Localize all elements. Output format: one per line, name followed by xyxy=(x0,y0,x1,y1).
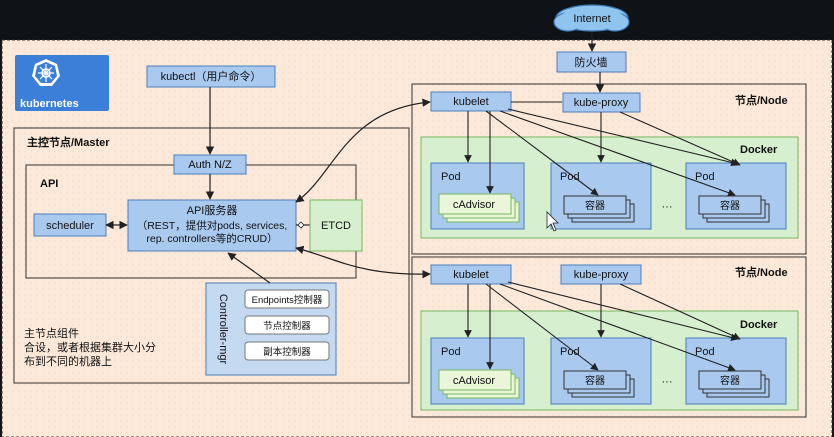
node-controller-label: 节点控制器 xyxy=(263,320,311,332)
node1-kubelet-pod2-arrow xyxy=(485,110,599,196)
node2-pod2-container-box xyxy=(563,370,627,390)
node1-kubelet-docker-arrow xyxy=(507,108,739,167)
node1-ellipsis: ··· xyxy=(662,201,673,213)
node2-pod3-container-label: 容器 xyxy=(720,374,740,387)
etcd-box xyxy=(309,199,363,252)
api-server-title: API服务器 xyxy=(187,204,238,217)
endpoints-controller-box xyxy=(244,289,330,309)
api-to-kubelet1-arrow xyxy=(295,98,431,203)
node2-pod2-container-label: 容器 xyxy=(585,374,605,387)
kubectl-label: kubectl（用户命令） xyxy=(161,69,262,83)
node1-container xyxy=(411,83,807,255)
node2-kubelet-pod3-arrow xyxy=(499,283,736,372)
top-dark-band xyxy=(0,0,834,40)
node-1: 节点/Node kubelet kube-proxy Docker Pod cA… xyxy=(411,83,807,255)
endpoints-controller-label: Endpoints控制器 xyxy=(252,294,323,306)
node-controller-box xyxy=(244,315,330,335)
master-note-line2: 合设，或者根据集群大小分 xyxy=(24,340,156,354)
api-label: API xyxy=(40,178,58,190)
node2-proxy-pod3-arrow xyxy=(619,283,741,340)
node1-cadvisor-label: cAdvisor xyxy=(453,199,496,211)
node1-pod2-label: Pod xyxy=(560,171,580,183)
node1-pod3-label: Pod xyxy=(695,171,715,183)
node1-kubelet-pod3-arrow xyxy=(499,110,736,197)
node1-pod2-container-box xyxy=(563,195,627,215)
node2-container xyxy=(411,256,807,418)
node2-kubelet-pod2-arrow xyxy=(485,283,599,371)
replica-controller-label: 副本控制器 xyxy=(263,346,311,358)
api-etcd-diamond xyxy=(297,221,305,229)
node1-kubelet-label: kubelet xyxy=(453,96,488,108)
controller-mgr-label: Controller-mgr xyxy=(217,294,229,365)
logo-text: kubernetes xyxy=(20,98,79,110)
firewall-box xyxy=(556,51,627,73)
node2-docker-label: Docker xyxy=(740,319,778,331)
api-server-box xyxy=(127,199,297,252)
node2-pod2-label: Pod xyxy=(560,346,580,358)
node1-pod2-container-label: 容器 xyxy=(585,199,605,212)
node2-pod1-label: Pod xyxy=(441,346,461,358)
node1-proxy-pod3-arrow xyxy=(619,111,741,166)
node2-ellipsis: ··· xyxy=(662,376,673,388)
node2-kubelet-docker-arrow xyxy=(507,281,739,342)
replica-controller-box xyxy=(244,341,330,361)
controller-to-api-arrow xyxy=(227,252,271,284)
master-title: 主控节点/Master xyxy=(27,135,110,149)
node1-docker-label: Docker xyxy=(740,144,778,156)
api-server-desc2: rep. controllers等的CRUD） xyxy=(146,232,277,245)
etcd-label: ETCD xyxy=(321,220,351,232)
node1-cadvisor-box xyxy=(438,193,512,215)
kubectl-box xyxy=(146,65,276,88)
node1-pod1-label: Pod xyxy=(441,171,461,183)
node2-cadvisor-box xyxy=(438,369,512,391)
scheduler-label: scheduler xyxy=(46,220,94,232)
node2-title: 节点/Node xyxy=(735,265,788,279)
auth-label: Auth N/Z xyxy=(188,159,232,171)
master-note-line1: 主节点组件 xyxy=(24,326,79,340)
node2-kubelet-box xyxy=(430,264,512,285)
mouse-cursor-icon xyxy=(546,211,559,232)
node2-cadvisor-label: cAdvisor xyxy=(453,375,496,387)
internet-label: Internet xyxy=(573,13,610,25)
node2-kubelet-label: kubelet xyxy=(453,269,488,281)
api-to-kubelet2-arrow xyxy=(295,245,431,279)
internet-cloud: Internet xyxy=(553,4,630,32)
node1-title: 节点/Node xyxy=(735,93,788,107)
node1-kube-proxy-label: kube-proxy xyxy=(574,97,629,109)
firewall-label: 防火墙 xyxy=(575,55,608,69)
master-note-line3: 布到不同的机器上 xyxy=(24,354,112,368)
node1-pod3-container-label: 容器 xyxy=(720,199,740,212)
node2-pod3-label: Pod xyxy=(695,346,715,358)
kubernetes-logo: kubernetes xyxy=(15,55,109,111)
node-2: 节点/Node kubelet kube-proxy Docker Pod cA… xyxy=(411,256,807,418)
node2-kube-proxy-label: kube-proxy xyxy=(574,269,629,281)
api-server-desc1: （REST，提供对pods, services, xyxy=(137,219,288,232)
